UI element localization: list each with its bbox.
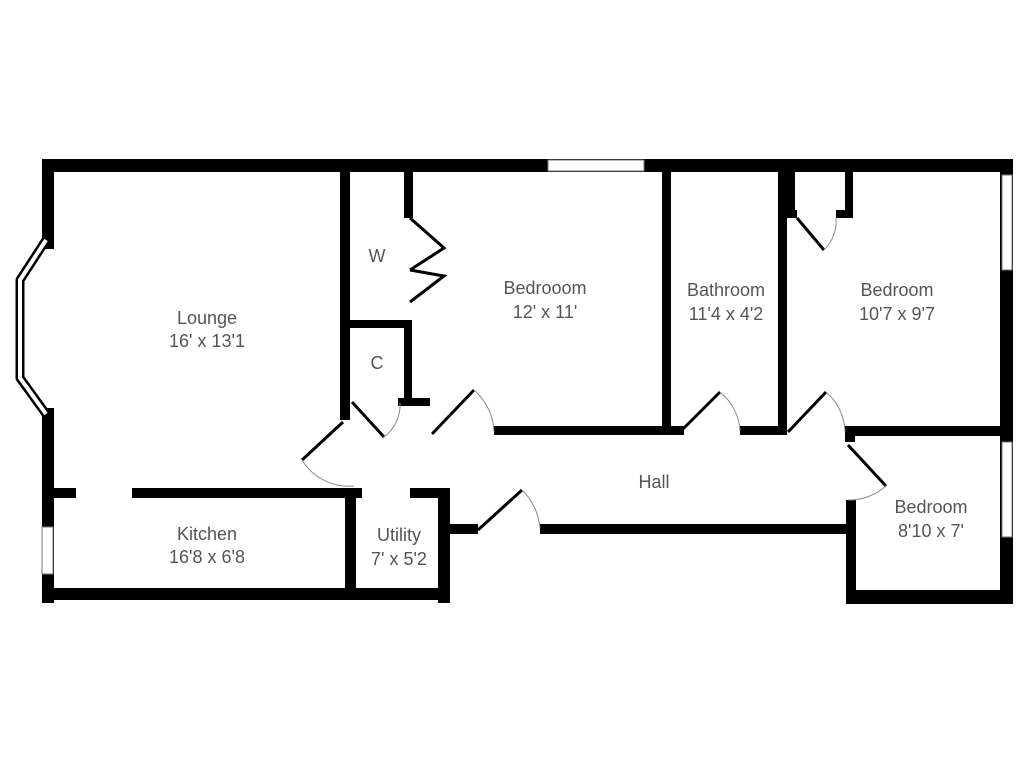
window-bedroom-2	[1001, 174, 1013, 271]
utility-name: Utility	[377, 525, 421, 545]
bedroom-1-dimensions: 12' x 11'	[513, 302, 578, 322]
window-bedroom-3	[1001, 441, 1013, 538]
bathroom-name: Bathroom	[687, 280, 765, 300]
room-labels: Lounge 16' x 13'1 W C Bedrooom 12' x 11'…	[169, 246, 967, 569]
hall-name: Hall	[638, 472, 669, 492]
utility-dimensions: 7' x 5'2	[371, 549, 427, 569]
lounge-name: Lounge	[177, 308, 237, 328]
window-kitchen	[41, 526, 54, 575]
bedroom-2-dimensions: 10'7 x 9'7	[859, 304, 935, 324]
doors	[300, 216, 888, 532]
bathroom-dimensions: 11'4 x 4'2	[689, 304, 764, 324]
cupboard-label: C	[371, 353, 384, 373]
bedroom-2-name: Bedroom	[860, 280, 933, 300]
window-bedroom-1	[547, 159, 645, 172]
bedroom-3-dimensions: 8'10 x 7'	[898, 521, 964, 541]
bedroom-3-name: Bedroom	[894, 497, 967, 517]
wardrobe-label: W	[369, 246, 386, 266]
lounge-dimensions: 16' x 13'1	[169, 331, 245, 351]
interior-walls	[54, 170, 1005, 600]
kitchen-name: Kitchen	[177, 524, 237, 544]
bedroom-1-name: Bedrooom	[503, 278, 586, 298]
windows	[15, 159, 1013, 575]
bay-window	[15, 237, 50, 417]
kitchen-dimensions: 16'8 x 6'8	[169, 547, 245, 567]
